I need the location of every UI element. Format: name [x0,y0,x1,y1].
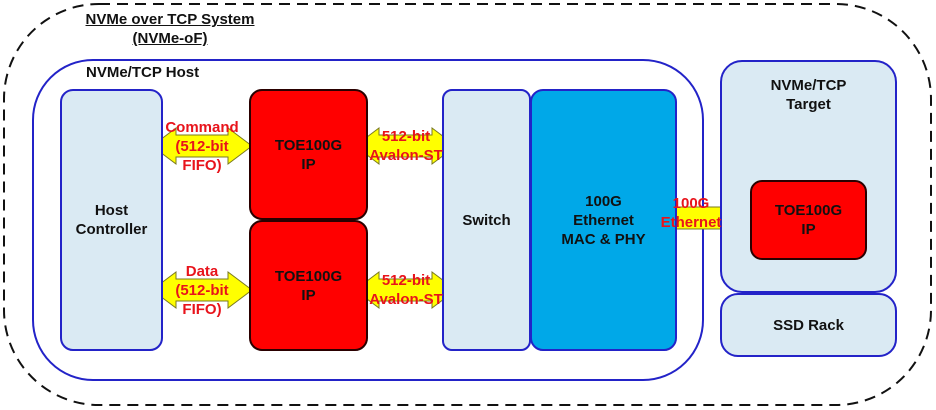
data-label-line3: FIFO) [182,301,222,318]
toe100g-ip-bottom-block[interactable]: TOE100G IP [249,220,368,351]
target-toe100g-ip-block[interactable]: TOE100G IP [750,180,867,260]
system-title-line2: (NVMe-oF) [132,30,208,47]
ethernet-link-line1: 100G [672,195,710,212]
toe-bottom-line2: IP [301,286,316,304]
mac-line2: Ethernet [573,211,634,229]
toe100g-ip-top-block[interactable]: TOE100G IP [249,89,368,220]
system-title-line1: NVMe over TCP System [85,11,255,28]
command-label-line2: (512-bit [175,138,229,155]
toe-top-line2: IP [301,155,316,173]
switch-block[interactable]: Switch [442,89,531,351]
avalon-bottom-line1: 512-bit [381,272,431,289]
ethernet-link-label: 100G Ethernet [641,194,741,232]
data-fifo-label: Data (512-bit FIFO) [152,262,252,319]
ssd-rack-block[interactable]: SSD Rack [720,293,897,357]
system-title: NVMe over TCP System (NVMe-oF) [60,10,280,48]
avalon-bottom-label: 512-bit Avalon-ST [356,271,456,309]
avalon-top-label: 512-bit Avalon-ST [356,127,456,165]
command-label-line3: FIFO) [182,157,222,174]
target-toe-line2: IP [801,221,816,238]
system-boundary [3,3,932,406]
ethernet-link-line2: Ethernet [660,214,722,231]
host-label: NVMe/TCP Host [86,64,200,81]
target-toe-line1: TOE100G [774,202,843,219]
host-controller-line2: Controller [75,221,148,238]
data-label-line2: (512-bit [175,282,229,299]
ssd-rack-label: SSD Rack [773,316,844,334]
target-label-line2: Target [786,96,831,113]
switch-label: Switch [462,211,511,229]
avalon-top-line2: Avalon-ST [369,147,443,164]
mac-line3: MAC & PHY [561,230,646,248]
toe-top-line1: TOE100G [274,136,343,154]
avalon-top-line1: 512-bit [381,128,431,145]
mac-line1: 100G [585,192,622,210]
command-fifo-label: Command (512-bit FIFO) [152,118,252,175]
command-label-line1: Command [165,119,239,136]
ethernet-mac-phy-block[interactable]: 100G Ethernet MAC & PHY [530,89,677,351]
host-controller-block[interactable]: Host Controller [60,89,163,351]
toe-bottom-line1: TOE100G [274,267,343,285]
target-label-line1: NVMe/TCP [770,77,847,94]
data-label-line1: Data [185,263,219,280]
avalon-bottom-line2: Avalon-ST [369,291,443,308]
host-controller-line1: Host [94,202,129,219]
